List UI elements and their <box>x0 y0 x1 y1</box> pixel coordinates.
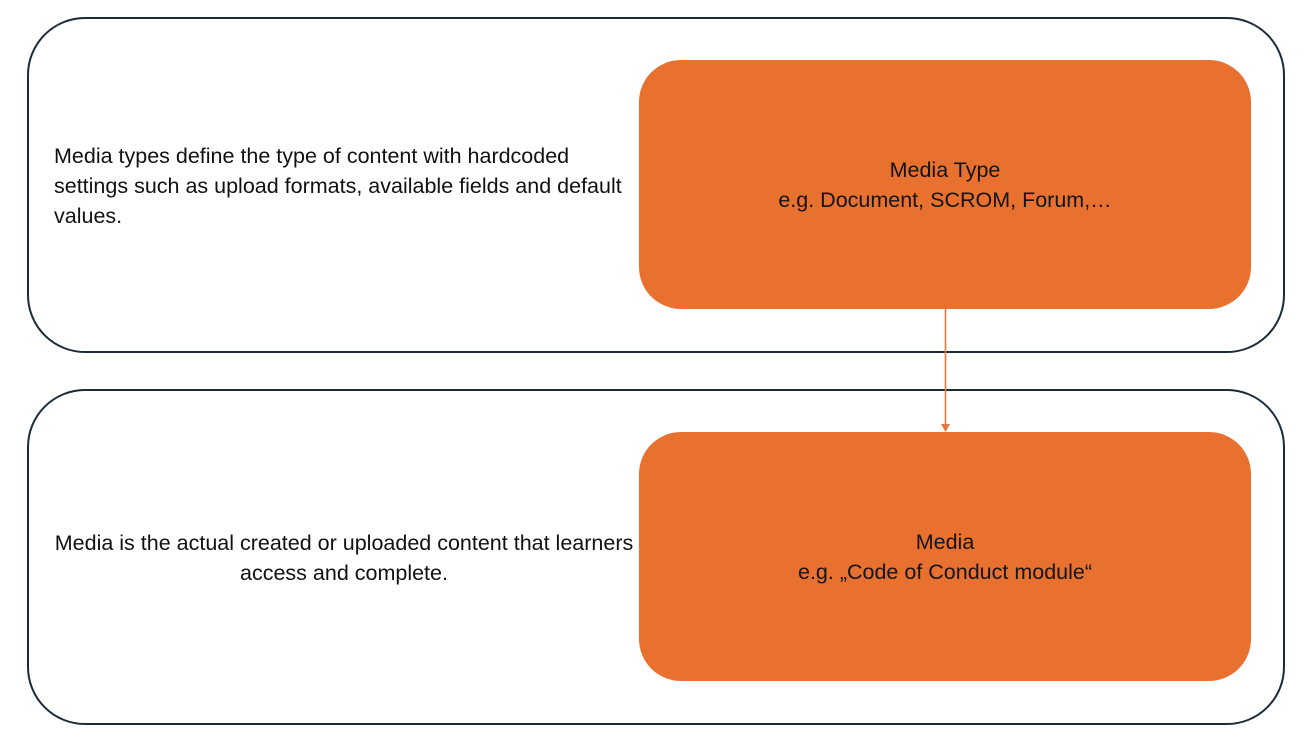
media-type-box: Media Type e.g. Document, SCROM, Forum,… <box>639 60 1251 309</box>
media-type-title: Media Type <box>889 158 1001 182</box>
media-example: e.g. „Code of Conduct module“ <box>798 560 1092 584</box>
media-box: Media e.g. „Code of Conduct module“ <box>639 432 1251 681</box>
media-type-examples: e.g. Document, SCROM, Forum,… <box>778 188 1112 212</box>
media-type-description: Media types define the type of content w… <box>54 144 622 228</box>
media-title: Media <box>915 530 975 554</box>
media-description: Media is the actual created or uploaded … <box>54 531 634 585</box>
